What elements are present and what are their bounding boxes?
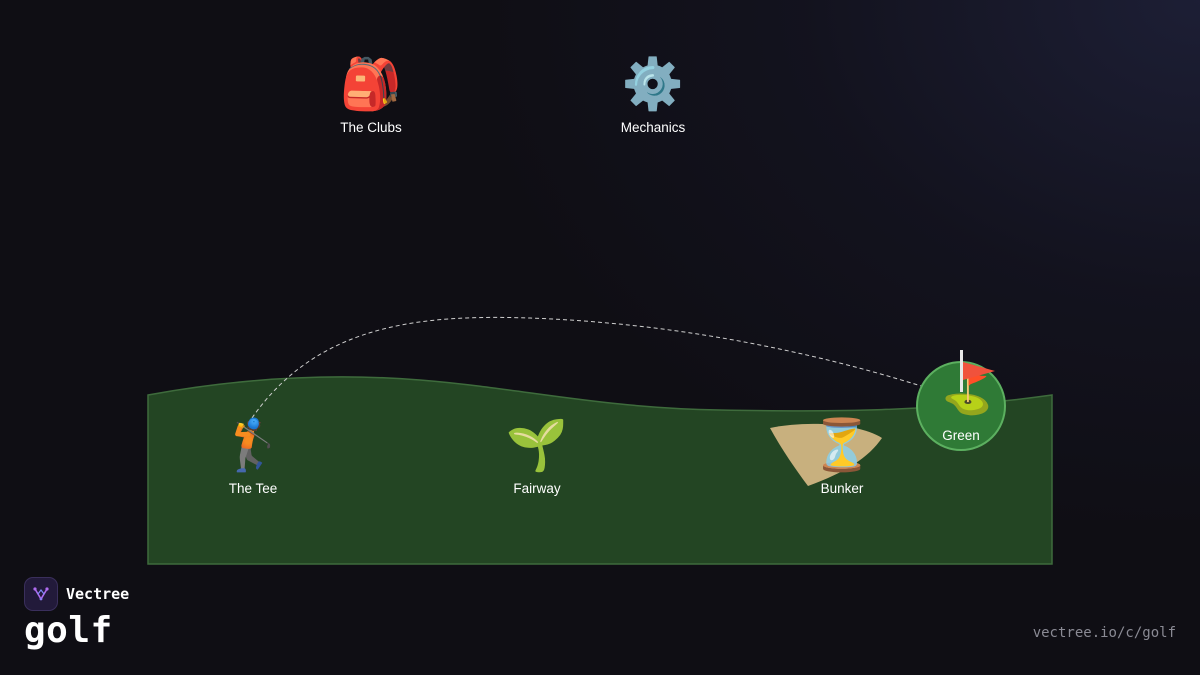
ball-flight-path [251,316,941,419]
node-label: The Clubs [340,120,402,135]
flag-pole [960,350,963,392]
node-label: Green [942,428,980,443]
brand-name: Vectree [66,585,130,603]
node-fairway[interactable]: 🌱 Fairway [457,415,617,496]
course-title: golf [24,610,113,651]
node-label: The Tee [228,481,278,496]
vectree-logo-icon [24,577,58,611]
seedling-icon: 🌱 [505,416,569,474]
sand-trap [770,423,882,486]
course-url-link[interactable]: vectree.io/c/golf [1032,625,1176,641]
node-label: Mechanics [620,120,686,135]
gear-icon: ⚙️ [621,55,685,113]
node-tee[interactable]: 🏌️ The Tee [173,415,333,496]
node-label: Fairway [513,481,561,496]
backpack-icon: 🎒 [339,55,403,113]
node-label: Bunker [820,481,864,496]
node-clubs[interactable]: 🎒 The Clubs [291,54,451,135]
hourglass-icon: ⏳ [810,416,874,474]
node-mechanics[interactable]: ⚙️ Mechanics [573,54,733,135]
golfer-icon: 🏌️ [221,416,285,474]
flag-cloth [963,362,995,380]
node-bunker[interactable]: ⏳ Bunker [762,415,922,496]
brand[interactable]: Vectree [24,577,129,611]
